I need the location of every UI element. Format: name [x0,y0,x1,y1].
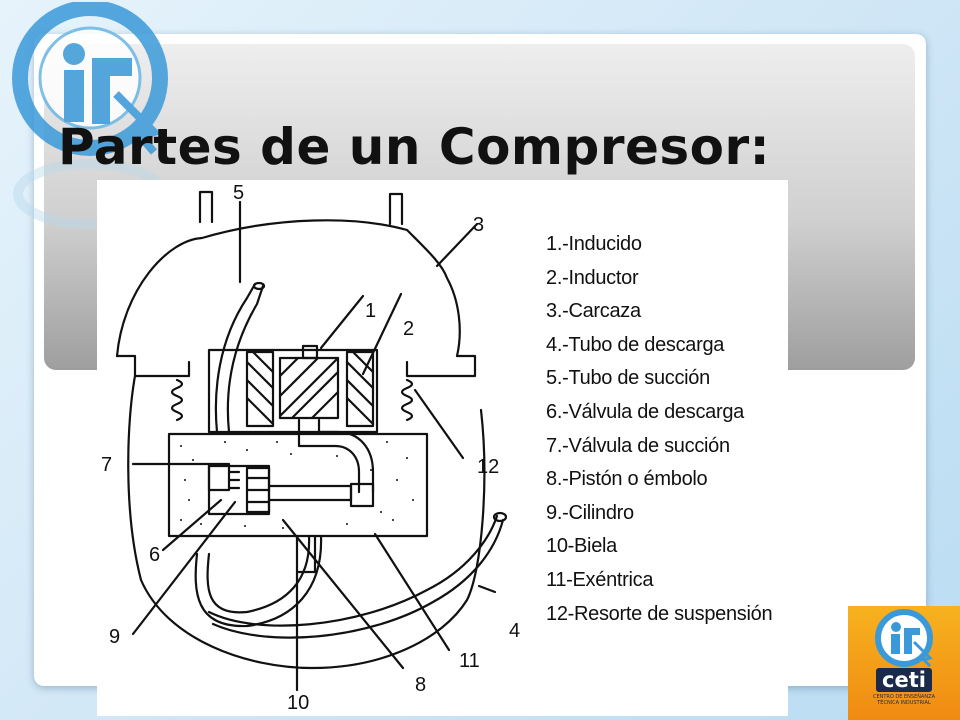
legend-item: 7.-Válvula de succión [546,434,730,457]
legend-item: 11-Exéntrica [546,568,654,591]
callout-7: 7 [101,454,113,476]
legend-item: 10-Biela [546,535,617,558]
parts-legend: 1.-Inducido 2.-Inductor 3.-Carcaza 4.-Tu… [546,228,773,631]
callout-9: 9 [109,626,121,648]
slide-title: Partes de un Compresor: [58,118,771,176]
callout-1: 1 [365,300,377,322]
ceti-emblem-icon [875,609,933,668]
callout-6: 6 [149,544,161,566]
ceti-logo-word: ceti [876,668,932,692]
legend-item: 6.-Válvula de descarga [546,400,744,423]
callout-2: 2 [403,318,415,340]
ceti-logo-subtitle: CENTRO DE ENSEÑANZA TÉCNICA INDUSTRIAL [872,694,936,706]
compressor-drawing [115,190,508,692]
callout-10: 10 [287,692,310,714]
callout-4: 4 [509,620,521,642]
callout-3: 3 [473,214,485,236]
ceti-logo-icon: ceti CENTRO DE ENSEÑANZA TÉCNICA INDUSTR… [848,606,960,720]
legend-item: 2.-Inductor [546,266,639,289]
compressor-diagram: 5 1 3 2 7 12 6 4 9 11 8 10 [97,180,788,716]
legend-item: 5.-Tubo de succión [546,367,710,390]
legend-item: 8.-Pistón o émbolo [546,468,708,491]
ceti-watermark-logo-icon [12,2,168,229]
callout-12: 12 [477,456,500,478]
legend-item: 1.-Inducido [546,233,642,255]
callout-8: 8 [415,674,427,696]
legend-item: 3.-Carcaza [546,300,641,323]
legend-item: 4.-Tubo de descarga [546,333,725,356]
legend-item: 9.-Cilindro [546,501,634,524]
callout-5: 5 [233,182,245,204]
legend-item: 12-Resorte de suspensión [546,602,773,625]
callout-11: 11 [459,650,480,672]
